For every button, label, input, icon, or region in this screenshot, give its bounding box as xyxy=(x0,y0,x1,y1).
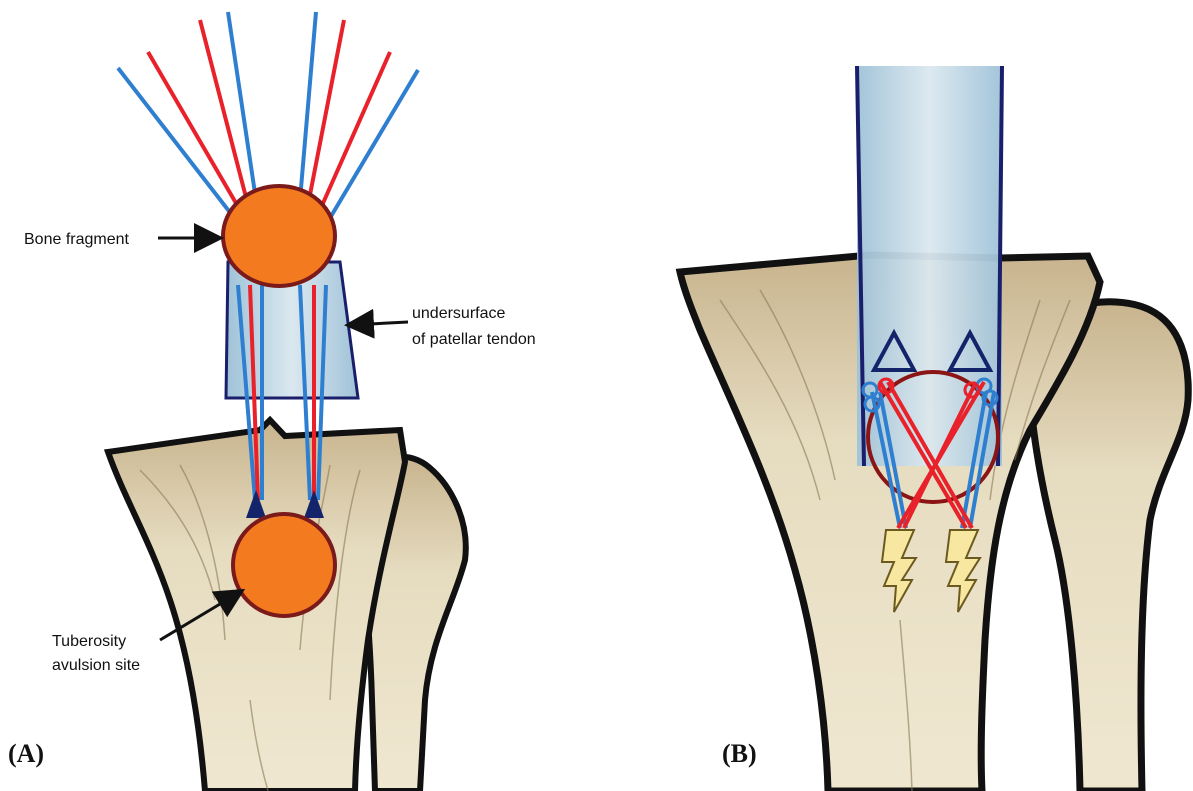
panel-label-a: (A) xyxy=(8,739,44,768)
panel-label-b: (B) xyxy=(722,739,757,768)
bone-fragment xyxy=(223,186,335,286)
panel-b: (B) xyxy=(680,66,1188,791)
tendon-label-line2: of patellar tendon xyxy=(412,331,536,348)
avulsion-label-line2: avulsion site xyxy=(52,657,140,674)
bone-fragment-label: Bone fragment xyxy=(24,231,130,248)
tuberosity-avulsion-site xyxy=(233,514,335,616)
avulsion-label-line1: Tuberosity xyxy=(52,633,126,650)
tendon-label-line1: undersurface xyxy=(412,305,505,322)
tendon-arrow xyxy=(350,322,408,325)
panel-a: Bone fragment undersurface of patellar t… xyxy=(8,12,536,791)
